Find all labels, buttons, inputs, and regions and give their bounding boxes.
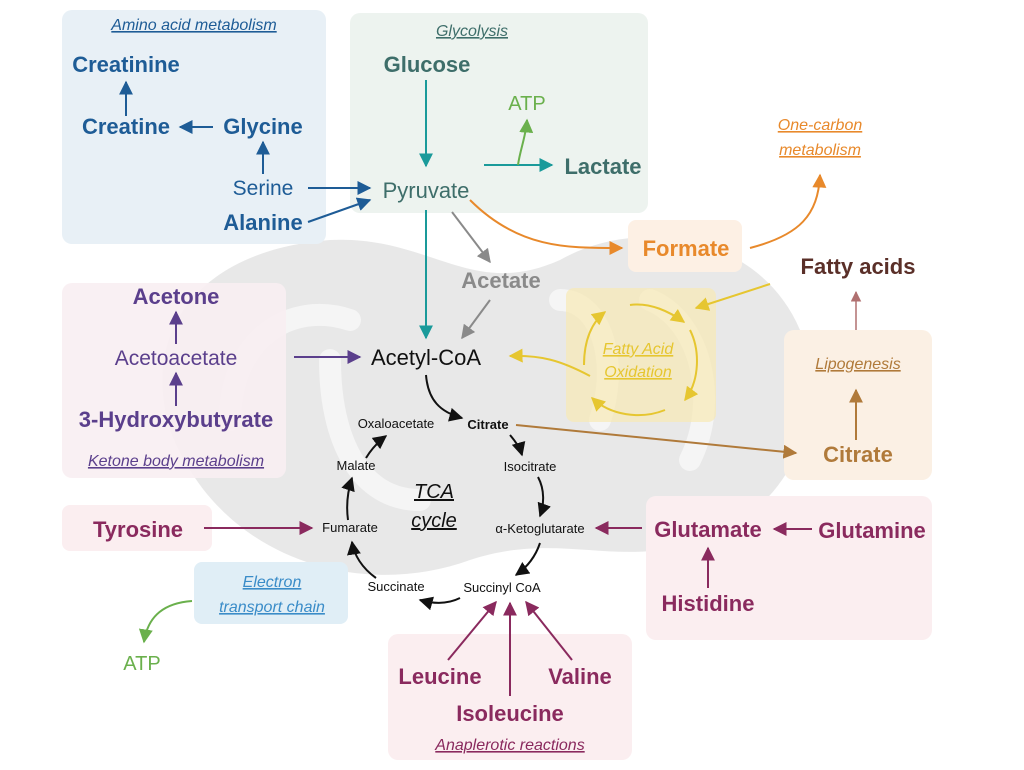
etc-label-line2: transport chain bbox=[219, 599, 325, 616]
node-acetone: Acetone bbox=[133, 284, 220, 309]
fao-label-line1: Fatty Acid bbox=[603, 341, 675, 358]
node-serine: Serine bbox=[233, 177, 294, 200]
node-creatinine: Creatinine bbox=[72, 52, 180, 77]
arrow-to-atp-top bbox=[517, 118, 534, 166]
one-carbon-label-line2: metabolism bbox=[779, 142, 861, 159]
tca-malate: Malate bbox=[336, 458, 375, 473]
tca-title-line2: cycle bbox=[411, 510, 457, 532]
node-glycine: Glycine bbox=[223, 114, 302, 139]
arrow-formate-to-one-carbon bbox=[749, 173, 827, 249]
node-isoleucine: Isoleucine bbox=[456, 701, 564, 726]
node-valine: Valine bbox=[548, 664, 612, 689]
node-tyrosine: Tyrosine bbox=[93, 517, 183, 542]
node-lactate: Lactate bbox=[564, 154, 641, 179]
ketone-section-box bbox=[62, 283, 286, 478]
lipogenesis-section-box bbox=[784, 330, 932, 480]
glycolysis-section-label: Glycolysis bbox=[436, 23, 508, 40]
fao-label-line2: Oxidation bbox=[604, 364, 672, 381]
arrow-acetate-to-acetylcoa bbox=[461, 299, 491, 340]
tca-fumarate: Fumarate bbox=[322, 520, 378, 535]
arrow-valine-to-succinylcoa bbox=[525, 600, 573, 661]
arrow-fatty-acids-to-fao bbox=[694, 283, 771, 311]
tca-oxaloacetate: Oxaloacetate bbox=[358, 416, 435, 431]
arrow-tca-citrate-to-lipogenesis-citrate bbox=[515, 424, 798, 459]
ketone-section-label: Ketone body metabolism bbox=[88, 453, 264, 470]
arrow-pyruvate-to-acetate bbox=[451, 211, 491, 264]
anaplerotic-section-label: Anaplerotic reactions bbox=[434, 737, 584, 754]
formate-box bbox=[628, 220, 742, 272]
lipogenesis-label: Lipogenesis bbox=[815, 356, 900, 373]
anaplerotic-section-box bbox=[388, 634, 632, 760]
node-glucose: Glucose bbox=[384, 52, 471, 77]
node-fatty-acids: Fatty acids bbox=[801, 254, 916, 279]
node-alanine: Alanine bbox=[223, 210, 302, 235]
arrow-pyruvate-to-formate bbox=[469, 199, 624, 256]
node-glutamine: Glutamine bbox=[818, 518, 926, 543]
node-acetoacetate: Acetoacetate bbox=[115, 347, 238, 370]
tca-isocitrate: Isocitrate bbox=[504, 459, 557, 474]
arrow-alanine-to-pyruvate bbox=[307, 197, 372, 223]
node-leucine: Leucine bbox=[398, 664, 481, 689]
node-atp-top: ATP bbox=[508, 93, 545, 115]
node-glutamate: Glutamate bbox=[654, 517, 762, 542]
arrow-leucine-to-succinylcoa bbox=[447, 600, 497, 661]
tca-title-line1: TCA bbox=[414, 481, 454, 503]
node-formate: Formate bbox=[643, 236, 730, 261]
tca-succinyl-coa: Succinyl CoA bbox=[463, 580, 541, 595]
arrow-acetylcoa-to-citrate bbox=[425, 374, 464, 422]
glutamate-section-box bbox=[646, 496, 932, 640]
arrow-etc-to-atp bbox=[138, 600, 193, 644]
tca-succinate: Succinate bbox=[367, 579, 424, 594]
node-atp-bottom: ATP bbox=[123, 653, 160, 675]
node-acetyl-coa: Acetyl-CoA bbox=[371, 345, 481, 370]
one-carbon-label-line1: One-carbon bbox=[778, 117, 863, 134]
fao-cycle-arrows bbox=[508, 303, 699, 417]
amino-acid-section-label: Amino acid metabolism bbox=[110, 17, 276, 34]
node-acetate: Acetate bbox=[461, 268, 540, 293]
tyrosine-box bbox=[62, 505, 212, 551]
tca-alpha-ketoglutarate: α-Ketoglutarate bbox=[495, 521, 584, 536]
node-histidine: Histidine bbox=[662, 591, 755, 616]
node-pyruvate: Pyruvate bbox=[383, 178, 470, 203]
tca-cycle-arrows bbox=[341, 434, 551, 611]
node-citrate-lipogenesis: Citrate bbox=[823, 442, 893, 467]
node-3-hydroxybutyrate: 3-Hydroxybutyrate bbox=[79, 407, 273, 432]
etc-section-box bbox=[194, 562, 348, 624]
etc-label-line1: Electron bbox=[243, 574, 302, 591]
node-creatine: Creatine bbox=[82, 114, 170, 139]
tca-citrate: Citrate bbox=[467, 417, 508, 432]
